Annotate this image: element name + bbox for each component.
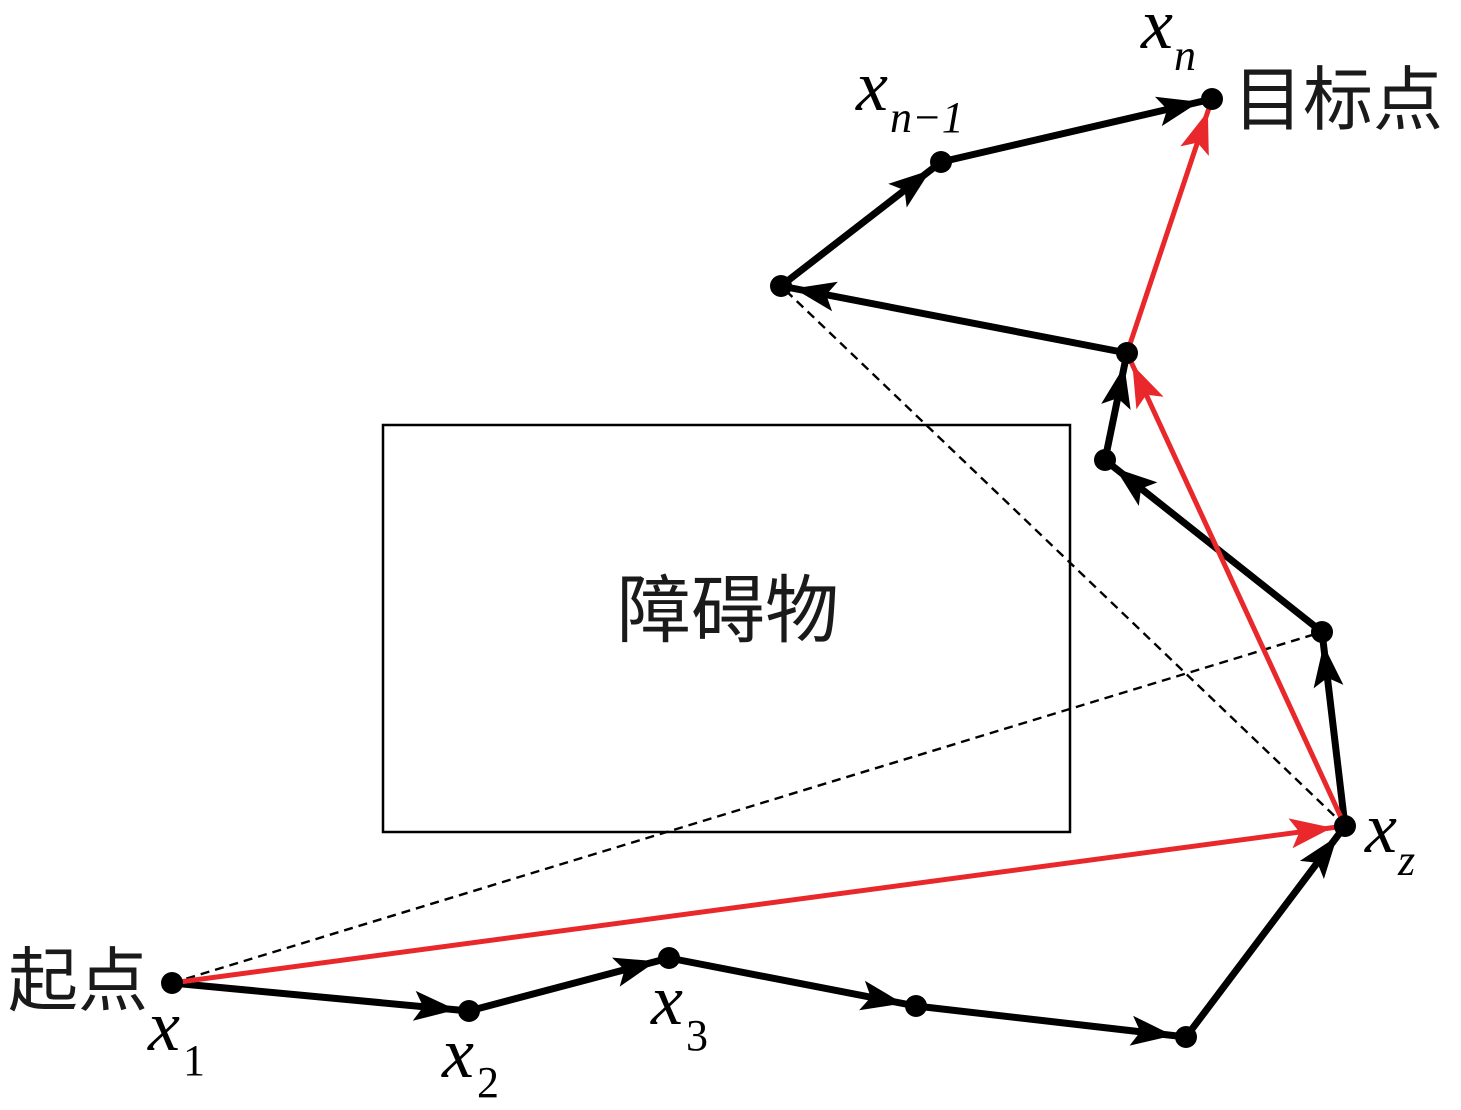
node-xz-label-sub: z <box>1397 836 1415 885</box>
start-point-label: 起点 <box>8 940 148 1022</box>
obstacle-rectangle <box>381 423 1072 834</box>
path-arrowhead-p8-p9 <box>1101 365 1131 410</box>
dashed-line-xz-p10 <box>780 285 1346 827</box>
node-p5 <box>1175 1026 1197 1048</box>
path-arrowhead-p10-xnm1 <box>888 170 931 208</box>
node-xz-label-base: x <box>1364 788 1397 868</box>
path-arrowhead-p9-p10 <box>793 281 838 312</box>
path-arrowhead-p4-p5 <box>1129 1015 1174 1046</box>
node-xnm1 <box>930 151 952 173</box>
node-x3 <box>658 947 680 969</box>
optimized-arrowhead-x1-xz <box>1288 818 1333 849</box>
node-xn-minus-1-label-base: x <box>855 46 888 126</box>
path-segment-xnm1-xn <box>937 95 1216 166</box>
node-x2-label-sub: 2 <box>477 1058 499 1107</box>
node-x1 <box>161 972 183 994</box>
node-xz <box>1334 815 1356 837</box>
node-p4 <box>905 995 927 1017</box>
optimized-segment-xz-p9 <box>1124 350 1348 829</box>
node-x2 <box>458 1000 480 1022</box>
node-x1-label-sub: 1 <box>183 1036 205 1085</box>
path-nodes <box>161 88 1356 1048</box>
path-segment-p9-p10 <box>777 282 1131 357</box>
path-arrowhead-x1-x2 <box>412 990 457 1021</box>
node-p8 <box>1094 449 1116 471</box>
node-x1-label-base: x <box>147 986 180 1066</box>
path-arrowhead-p7-p8 <box>1115 468 1158 506</box>
dashed-connections <box>171 285 1346 985</box>
node-xn-minus-1-label-sub: n−1 <box>890 93 964 142</box>
path-arrowhead-xnm1-xn <box>1155 96 1200 127</box>
node-p10 <box>770 275 792 297</box>
optimized-segment-x1-xz <box>169 823 1348 986</box>
path-arrowhead-p5-xz <box>1299 836 1338 879</box>
node-x2-label-base: x <box>441 1013 474 1093</box>
node-p7 <box>1311 621 1333 643</box>
path-arrowhead-xz-p7 <box>1313 644 1344 689</box>
optimized-arrowhead-xz-p9 <box>1132 364 1164 410</box>
node-p9 <box>1116 342 1138 364</box>
target-point-label: 目标点 <box>1233 59 1443 141</box>
path-segment-x1-x2 <box>168 979 473 1015</box>
dashed-line-x1-p7 <box>171 630 1323 985</box>
node-x3-label-sub: 3 <box>686 1011 708 1060</box>
optimized-path <box>169 96 1348 986</box>
obstacle-label: 障碍物 <box>617 568 839 654</box>
node-x3-label-base: x <box>650 960 683 1040</box>
node-xn-label-base: x <box>1140 0 1173 64</box>
node-xn-label-sub: n <box>1174 31 1196 80</box>
node-xn <box>1201 88 1223 110</box>
path-arrowhead-x2-x3 <box>612 957 657 987</box>
path-arrowheads <box>412 96 1344 1046</box>
optimized-arrowhead-p9-xn <box>1180 111 1209 156</box>
path-arrowhead-x3-p4 <box>859 980 904 1011</box>
